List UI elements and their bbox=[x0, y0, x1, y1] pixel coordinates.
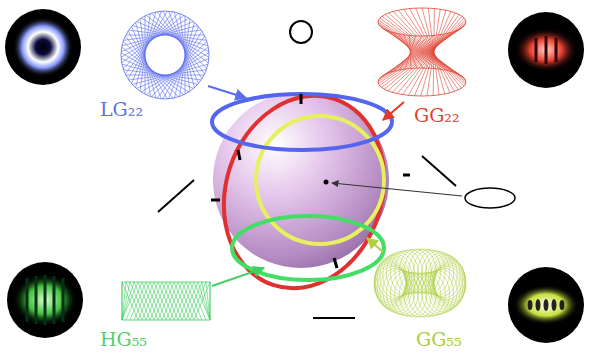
gg22-mesh bbox=[378, 8, 466, 96]
mode-label: GG₂₂ bbox=[414, 106, 460, 125]
mode-label: LG₂₂ bbox=[100, 100, 143, 119]
mode-label: GG₅₅ bbox=[416, 330, 462, 349]
hg55-intensity bbox=[7, 262, 83, 338]
gg55-mesh bbox=[374, 249, 466, 317]
hg-mesh bbox=[122, 282, 210, 320]
lg-intensity bbox=[5, 9, 81, 85]
polarization-symbols bbox=[158, 21, 515, 318]
gg22-intensity bbox=[508, 12, 584, 88]
mode-label: HG₅₅ bbox=[100, 330, 147, 349]
pointer-arrows bbox=[208, 86, 462, 286]
sphere bbox=[200, 75, 410, 310]
gg55-intensity bbox=[508, 267, 584, 343]
lg-mesh bbox=[121, 11, 209, 99]
